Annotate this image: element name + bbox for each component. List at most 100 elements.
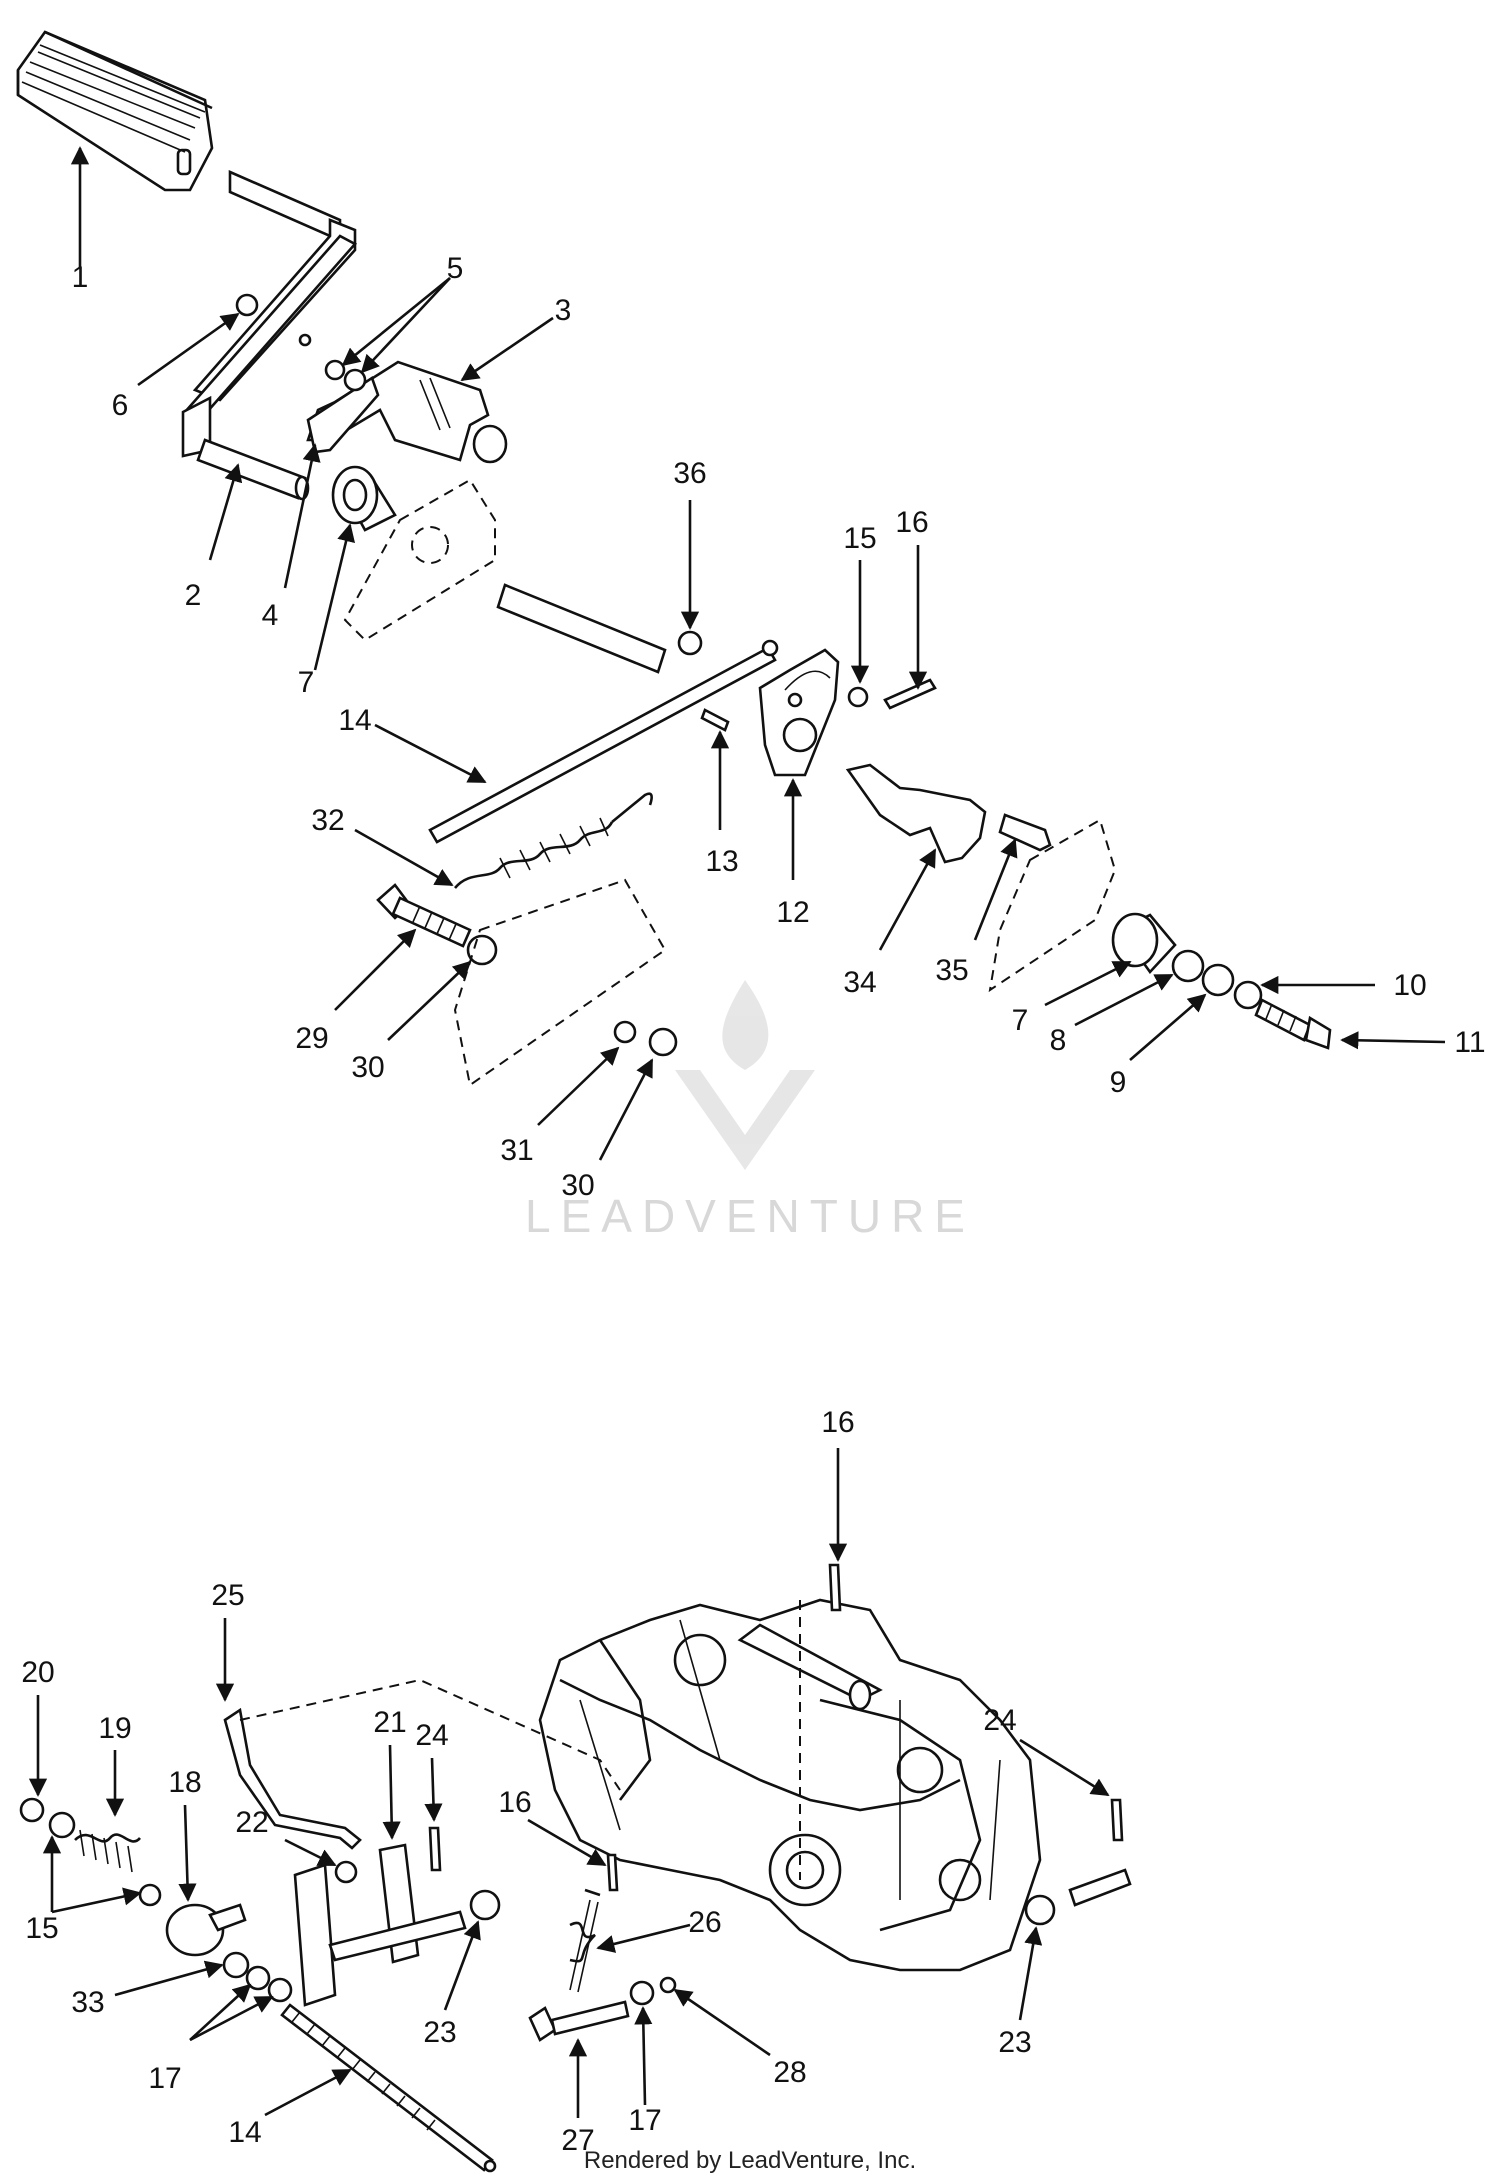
nut-17a	[245, 1965, 271, 1991]
callout-35: 35	[935, 954, 968, 987]
callout-15-lower: 15	[25, 1912, 58, 1945]
callout-16-top: 16	[821, 1406, 854, 1439]
callout-19: 19	[98, 1712, 131, 1745]
shaft	[196, 438, 310, 501]
washer-8	[1171, 949, 1205, 983]
callout-23-right: 23	[998, 2026, 1031, 2059]
watermark-text: LEADVENTURE	[525, 1190, 975, 1242]
callout-21: 21	[373, 1706, 406, 1739]
callout-26: 26	[688, 1906, 721, 1939]
callout-25: 25	[211, 1579, 244, 1612]
roll-pin	[700, 708, 730, 732]
frame-outline-left	[343, 478, 496, 642]
upper-assembly	[16, 30, 1332, 1087]
return-spring	[454, 792, 653, 889]
washer-15b	[138, 1883, 162, 1907]
callout-33: 33	[71, 1986, 104, 2019]
ferrule-18	[165, 1903, 247, 1957]
callout-16-mid: 16	[498, 1786, 531, 1819]
cross-shaft	[496, 583, 667, 674]
bushing-right	[1111, 912, 1177, 975]
nut-30a	[466, 934, 498, 966]
control-plate	[758, 648, 840, 777]
callout-20: 20	[21, 1656, 54, 1689]
callout-34: 34	[843, 966, 876, 999]
pin-24-left	[428, 1826, 442, 1872]
callout-2: 2	[185, 579, 202, 612]
bolt-35	[998, 813, 1052, 852]
bolt-11	[1254, 998, 1332, 1050]
callout-9: 9	[1110, 1066, 1127, 1099]
nut-17c	[629, 1980, 655, 2006]
cotter-pin-16-mid	[606, 1853, 619, 1892]
callout-17-right: 17	[628, 2104, 661, 2137]
nut-5a	[324, 359, 346, 381]
pin-24-right	[1068, 1868, 1132, 1907]
rivet-5c	[298, 333, 312, 347]
nut-17b	[267, 1977, 293, 2003]
washer-23-left	[469, 1889, 501, 1921]
watermark-logo	[675, 980, 815, 1170]
callout-31: 31	[500, 1134, 533, 1167]
callout-27: 27	[561, 2124, 594, 2157]
callout-14: 14	[338, 704, 371, 737]
callout-17-left: 17	[148, 2062, 181, 2095]
callout-24-left: 24	[415, 1719, 448, 1752]
support-bracket	[845, 763, 987, 864]
lever-21	[293, 1843, 467, 2007]
frame-outline-center	[453, 878, 667, 1087]
spring-19	[74, 1829, 141, 1873]
washer-15-left	[48, 1811, 76, 1839]
callout-30-b: 30	[561, 1169, 594, 1202]
leader-lines	[28, 146, 1446, 2118]
bolt-27	[528, 2000, 630, 2042]
lower-callouts: 16 25 20 19 18 21 24 22 16 24 15 33 17 2…	[21, 1406, 1031, 2157]
washer-15	[847, 686, 869, 708]
callout-15: 15	[843, 522, 876, 555]
callout-24-right: 24	[983, 1704, 1016, 1737]
callout-12: 12	[776, 896, 809, 929]
bracket-plate	[306, 360, 508, 464]
pedal-pad	[16, 30, 214, 192]
upper-callouts: 1 2 3 4 5 6 7 36 15 16 14 13 12 32 34 35…	[72, 252, 1486, 1202]
threaded-rod-14	[280, 2003, 497, 2173]
lower-assembly	[19, 1563, 1132, 2173]
callout-22: 22	[235, 1806, 268, 1839]
callout-23-left: 23	[423, 2016, 456, 2049]
callout-1: 1	[72, 261, 89, 294]
callout-6: 6	[112, 389, 129, 422]
frame-outline-right	[988, 818, 1117, 993]
callout-28: 28	[773, 2056, 806, 2089]
cotter-pin-16	[883, 678, 937, 710]
callout-8: 8	[1050, 1024, 1067, 1057]
nut-6	[235, 293, 259, 317]
callout-3: 3	[555, 294, 572, 327]
callout-4: 4	[262, 599, 279, 632]
callout-36: 36	[673, 457, 706, 490]
footer-credit: Rendered by LeadVenture, Inc.	[584, 2147, 916, 2174]
bushing-left	[331, 465, 397, 532]
transmission	[538, 1598, 1042, 1972]
linkage-outline	[239, 1678, 621, 1791]
callout-7-left: 7	[298, 666, 315, 699]
callout-13: 13	[705, 845, 738, 878]
callout-11: 11	[1454, 1026, 1485, 1059]
nut-30b	[648, 1027, 678, 1057]
washer-28	[659, 1976, 677, 1994]
callout-30-a: 30	[351, 1051, 384, 1084]
cotter-pin-16-top	[828, 1563, 842, 1612]
callout-16: 16	[895, 506, 928, 539]
nut-22	[334, 1860, 358, 1884]
washer-10	[1233, 980, 1263, 1010]
spring-26	[569, 1888, 601, 1993]
bolt-29	[376, 883, 472, 948]
washer-23-right	[1024, 1894, 1056, 1926]
callout-14-lower: 14	[228, 2116, 261, 2149]
nut-5b	[343, 368, 367, 392]
callout-7-right: 7	[1012, 1004, 1029, 1037]
nut-20	[19, 1797, 45, 1823]
callout-18: 18	[168, 1766, 201, 1799]
control-linkage-25	[223, 1707, 362, 1850]
washer-9	[1201, 963, 1235, 997]
